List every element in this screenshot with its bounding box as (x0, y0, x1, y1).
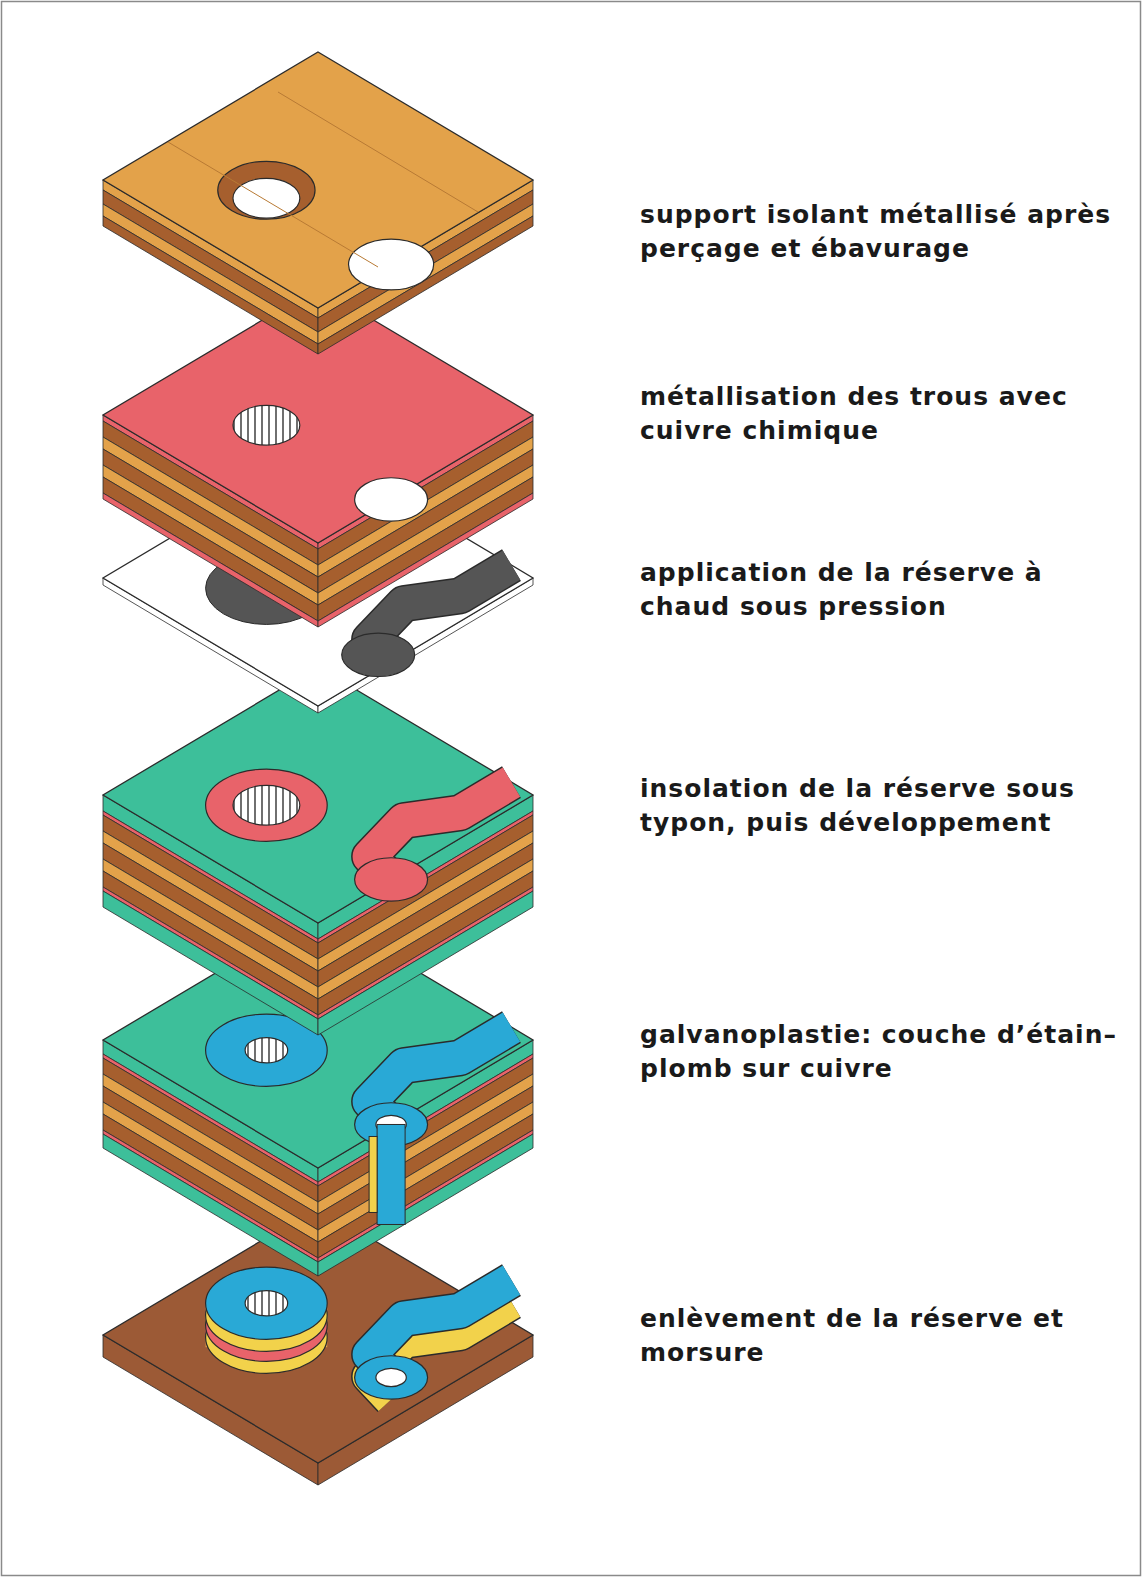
drilled-laminate (103, 52, 533, 354)
developed-resist (103, 667, 533, 1035)
step-caption: enlèvement de la réserve et morsure (640, 1302, 1130, 1370)
step-caption: galvanoplastie: couche d’étain–plomb sur… (640, 1018, 1130, 1086)
step-caption: métallisation des trous avec cuivre chim… (640, 380, 1130, 448)
step-caption: insolation de la réserve sous typon, pui… (640, 772, 1130, 840)
step-caption: application de la réserve à chaud sous p… (640, 556, 1130, 624)
step-caption: support isolant métallisé après perçage … (640, 198, 1130, 266)
